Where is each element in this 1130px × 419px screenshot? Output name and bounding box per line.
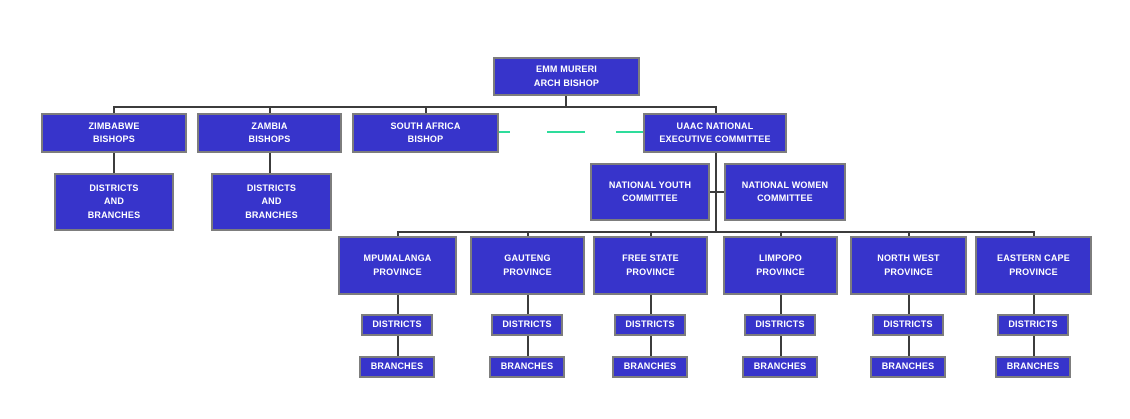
- node-gauteng-province: GAUTENG PROVINCE: [470, 236, 585, 295]
- connector-line: [397, 231, 399, 238]
- connector-committees-cross: [708, 191, 726, 193]
- node-zimbabwe-districts-and-branches: DISTRICTS AND BRANCHES: [54, 173, 174, 231]
- connector-line: [715, 106, 717, 114]
- connector-provinces-bus: [397, 231, 1035, 233]
- node-south-africa-bishop: SOUTH AFRICA BISHOP: [352, 113, 499, 153]
- node-mpumalanga-branches: BRANCHES: [359, 356, 435, 378]
- node-north-west-branches: BRANCHES: [870, 356, 946, 378]
- node-uaac-national-executive-committee: UAAC NATIONAL EXECUTIVE COMMITTEE: [643, 113, 787, 153]
- connector-line: [908, 334, 910, 357]
- connector-line: [650, 334, 652, 357]
- node-emm-mureri-arch-bishop: EMM MURERI ARCH BISHOP: [493, 57, 640, 96]
- connector-line: [527, 334, 529, 357]
- connector-line: [425, 106, 427, 114]
- connector-line: [650, 293, 652, 315]
- connector-line: [1033, 334, 1035, 357]
- connector-line: [780, 231, 782, 238]
- dashed-link-line: [499, 131, 643, 133]
- connector-line: [780, 334, 782, 357]
- connector-line: [113, 151, 115, 174]
- node-free-state-districts: DISTRICTS: [614, 314, 686, 336]
- node-free-state-province: FREE STATE PROVINCE: [593, 236, 708, 295]
- node-free-state-branches: BRANCHES: [612, 356, 688, 378]
- connector-line: [908, 293, 910, 315]
- node-eastern-cape-province: EASTERN CAPE PROVINCE: [975, 236, 1092, 295]
- connector-line: [527, 231, 529, 238]
- connector-line: [908, 231, 910, 238]
- node-zambia-bishops: ZAMBIA BISHOPS: [197, 113, 342, 153]
- connector-archbishop-drop: [565, 96, 567, 107]
- connector-line: [527, 293, 529, 315]
- connector-line: [397, 293, 399, 315]
- node-mpumalanga-districts: DISTRICTS: [361, 314, 433, 336]
- node-mpumalanga-province: MPUMALANGA PROVINCE: [338, 236, 457, 295]
- node-limpopo-districts: DISTRICTS: [744, 314, 816, 336]
- connector-line: [269, 106, 271, 114]
- connector-level2-bus: [113, 106, 717, 108]
- node-north-west-province: NORTH WEST PROVINCE: [850, 236, 967, 295]
- connector-line: [780, 293, 782, 315]
- connector-line: [113, 106, 115, 114]
- connector-line: [269, 151, 271, 174]
- node-north-west-districts: DISTRICTS: [872, 314, 944, 336]
- connector-line: [1033, 231, 1035, 238]
- node-gauteng-districts: DISTRICTS: [491, 314, 563, 336]
- connector-line: [1033, 293, 1035, 315]
- node-gauteng-branches: BRANCHES: [489, 356, 565, 378]
- node-national-women-committee: NATIONAL WOMEN COMMITTEE: [724, 163, 846, 221]
- node-zambia-districts-and-branches: DISTRICTS AND BRANCHES: [211, 173, 332, 231]
- node-limpopo-branches: BRANCHES: [742, 356, 818, 378]
- node-eastern-cape-districts: DISTRICTS: [997, 314, 1069, 336]
- node-national-youth-committee: NATIONAL YOUTH COMMITTEE: [590, 163, 710, 221]
- node-zimbabwe-bishops: ZIMBABWE BISHOPS: [41, 113, 187, 153]
- connector-line: [397, 334, 399, 357]
- connector-line: [650, 231, 652, 238]
- node-limpopo-province: LIMPOPO PROVINCE: [723, 236, 838, 295]
- node-eastern-cape-branches: BRANCHES: [995, 356, 1071, 378]
